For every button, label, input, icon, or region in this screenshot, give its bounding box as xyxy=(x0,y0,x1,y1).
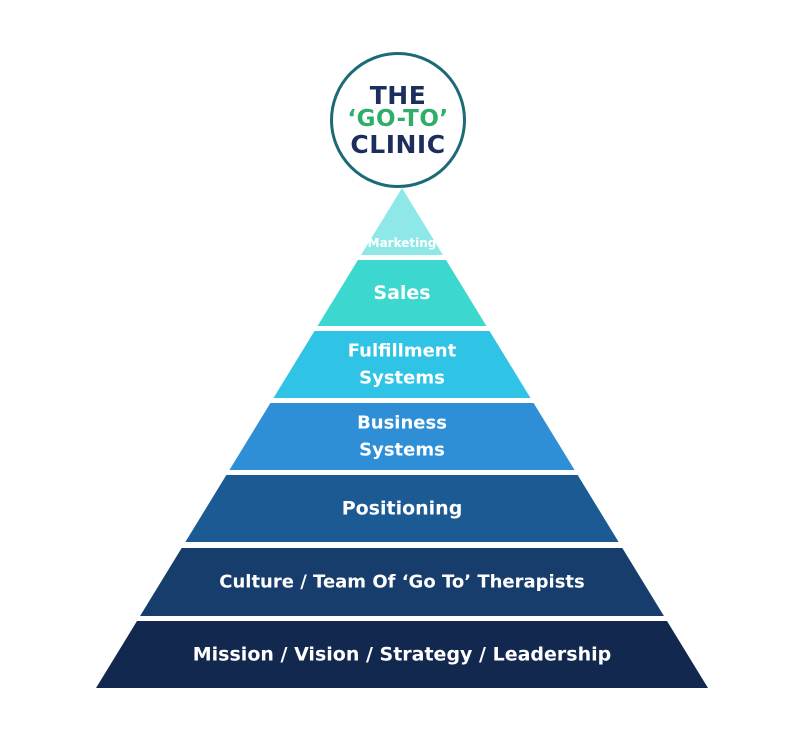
pyramid-level-shape xyxy=(229,403,575,470)
pyramid-level-1: Marketing xyxy=(360,188,444,255)
pyramid-level-label: Mission / Vision / Strategy / Leadership xyxy=(193,644,611,666)
pyramid-level-label: Marketing xyxy=(368,236,437,250)
pyramid-level-5: Positioning xyxy=(185,475,619,542)
pyramid-level-label: Fulfillment xyxy=(348,341,457,362)
pyramid-level-label: Positioning xyxy=(342,498,463,520)
go-to-clinic-badge: THE ‘GO-TO’ CLINIC xyxy=(330,52,466,188)
badge-line-the: THE xyxy=(369,80,427,110)
pyramid-level-shape xyxy=(273,331,531,398)
pyramid-level-label: Culture / Team Of ‘Go To’ Therapists xyxy=(219,572,584,593)
pyramid-level-2: Sales xyxy=(317,260,487,326)
pyramid-level-label: Sales xyxy=(373,282,430,304)
pyramid-level-label: Systems xyxy=(359,368,445,389)
pyramid-level-shape xyxy=(96,621,708,688)
pyramid-level-shape xyxy=(140,548,664,616)
pyramid-level-label: Business xyxy=(357,413,447,434)
pyramid-level-shape xyxy=(360,188,444,255)
pyramid-level-shape xyxy=(185,475,619,542)
badge-line-clinic: CLINIC xyxy=(350,129,446,159)
pyramid-level-shape xyxy=(317,260,487,326)
pyramid-level-label: Systems xyxy=(359,440,445,461)
badge-line-go-to: ‘GO-TO’ xyxy=(347,106,449,133)
pyramid-level-7: Mission / Vision / Strategy / Leadership xyxy=(96,621,708,688)
pyramid-level-6: Culture / Team Of ‘Go To’ Therapists xyxy=(140,548,664,616)
